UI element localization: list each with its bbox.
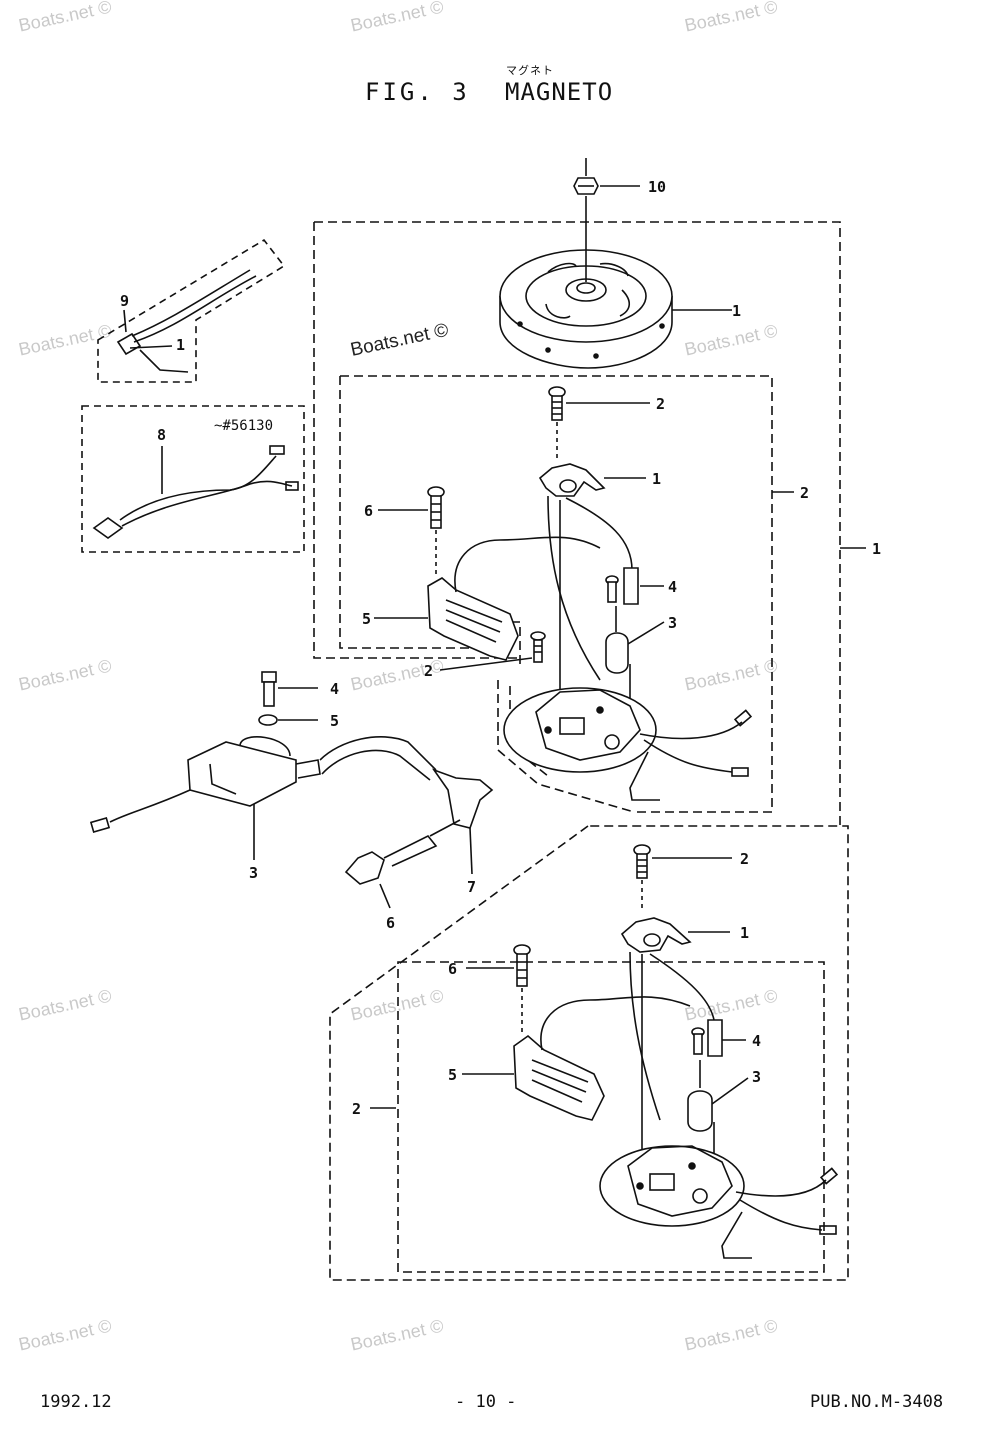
- stop-switch-box: [97, 238, 286, 383]
- serial-range-note: ~#56130: [214, 418, 273, 434]
- plug-cap: [431, 768, 494, 875]
- label-screw: 2: [424, 662, 433, 680]
- page-number: - 10 -: [455, 1392, 517, 1412]
- label-condenser: 3: [668, 614, 677, 632]
- label-condenser-screw: 4: [668, 578, 677, 596]
- label-base-plate-assy: 2: [352, 1100, 361, 1118]
- label-condenser-screw: 4: [752, 1032, 761, 1050]
- base-plate: [503, 687, 753, 801]
- label-ignition-washer: 5: [330, 712, 339, 730]
- screw: [633, 844, 732, 910]
- condenser: [605, 567, 665, 730]
- stop-switch-alt-box: [81, 405, 305, 553]
- title-katakana: マグネト: [506, 64, 554, 77]
- base-plate: [599, 1145, 839, 1259]
- label-coil-screw: 6: [448, 960, 457, 978]
- stop-switch-alt: [92, 445, 299, 539]
- label-contact-point: 1: [740, 924, 749, 942]
- lighting-coil: [374, 486, 601, 661]
- label-lighting-coil: 5: [448, 1066, 457, 1084]
- label-ignition-coil: 3: [249, 864, 258, 882]
- spark-plug: [344, 819, 461, 909]
- label-screw: 2: [656, 395, 665, 413]
- publication-number: PUB.NO.M-3408: [810, 1392, 944, 1412]
- label-flywheel-nut: 10: [648, 178, 666, 196]
- bolt: [261, 671, 318, 707]
- ignition-coil: [89, 736, 437, 860]
- assembly-bracket: [313, 221, 841, 828]
- label-lighting-coil: 5: [362, 610, 371, 628]
- lighting-coil: [462, 944, 691, 1121]
- flywheel-nut: [573, 158, 640, 195]
- washer: [258, 714, 318, 726]
- label-condenser: 3: [752, 1068, 761, 1086]
- label-flywheel: 1: [732, 302, 741, 320]
- label-plug-cap: 7: [467, 878, 476, 896]
- label-stop-switch-alt: 8: [157, 426, 166, 444]
- label-contact-point: 1: [652, 470, 661, 488]
- contact-breaker: [620, 917, 730, 1150]
- flywheel: [499, 196, 732, 369]
- label-stop-switch-part: 1: [176, 336, 185, 354]
- screw: [548, 386, 650, 460]
- copyright-stamp: Boats.net ©: [349, 320, 451, 361]
- label-coil-screw: 6: [364, 502, 373, 520]
- label-base-plate-assy: 2: [800, 484, 809, 502]
- label-stator-assy: 1: [872, 540, 881, 558]
- label-screw: 2: [740, 850, 749, 868]
- label-ignition-bolt: 4: [330, 680, 339, 698]
- footer-date: 1992.12: [40, 1392, 112, 1412]
- page-title: MAGNETO: [505, 78, 614, 106]
- base-plate-box-lower: [397, 961, 825, 1273]
- screw: [439, 631, 546, 671]
- stop-switch: [116, 269, 257, 373]
- figure-number: FIG. 3: [365, 78, 470, 106]
- label-stop-switch: 9: [120, 292, 129, 310]
- label-spark-plug: 6: [386, 914, 395, 932]
- contact-breaker: [538, 463, 646, 497]
- assembly-guide: [329, 825, 849, 1281]
